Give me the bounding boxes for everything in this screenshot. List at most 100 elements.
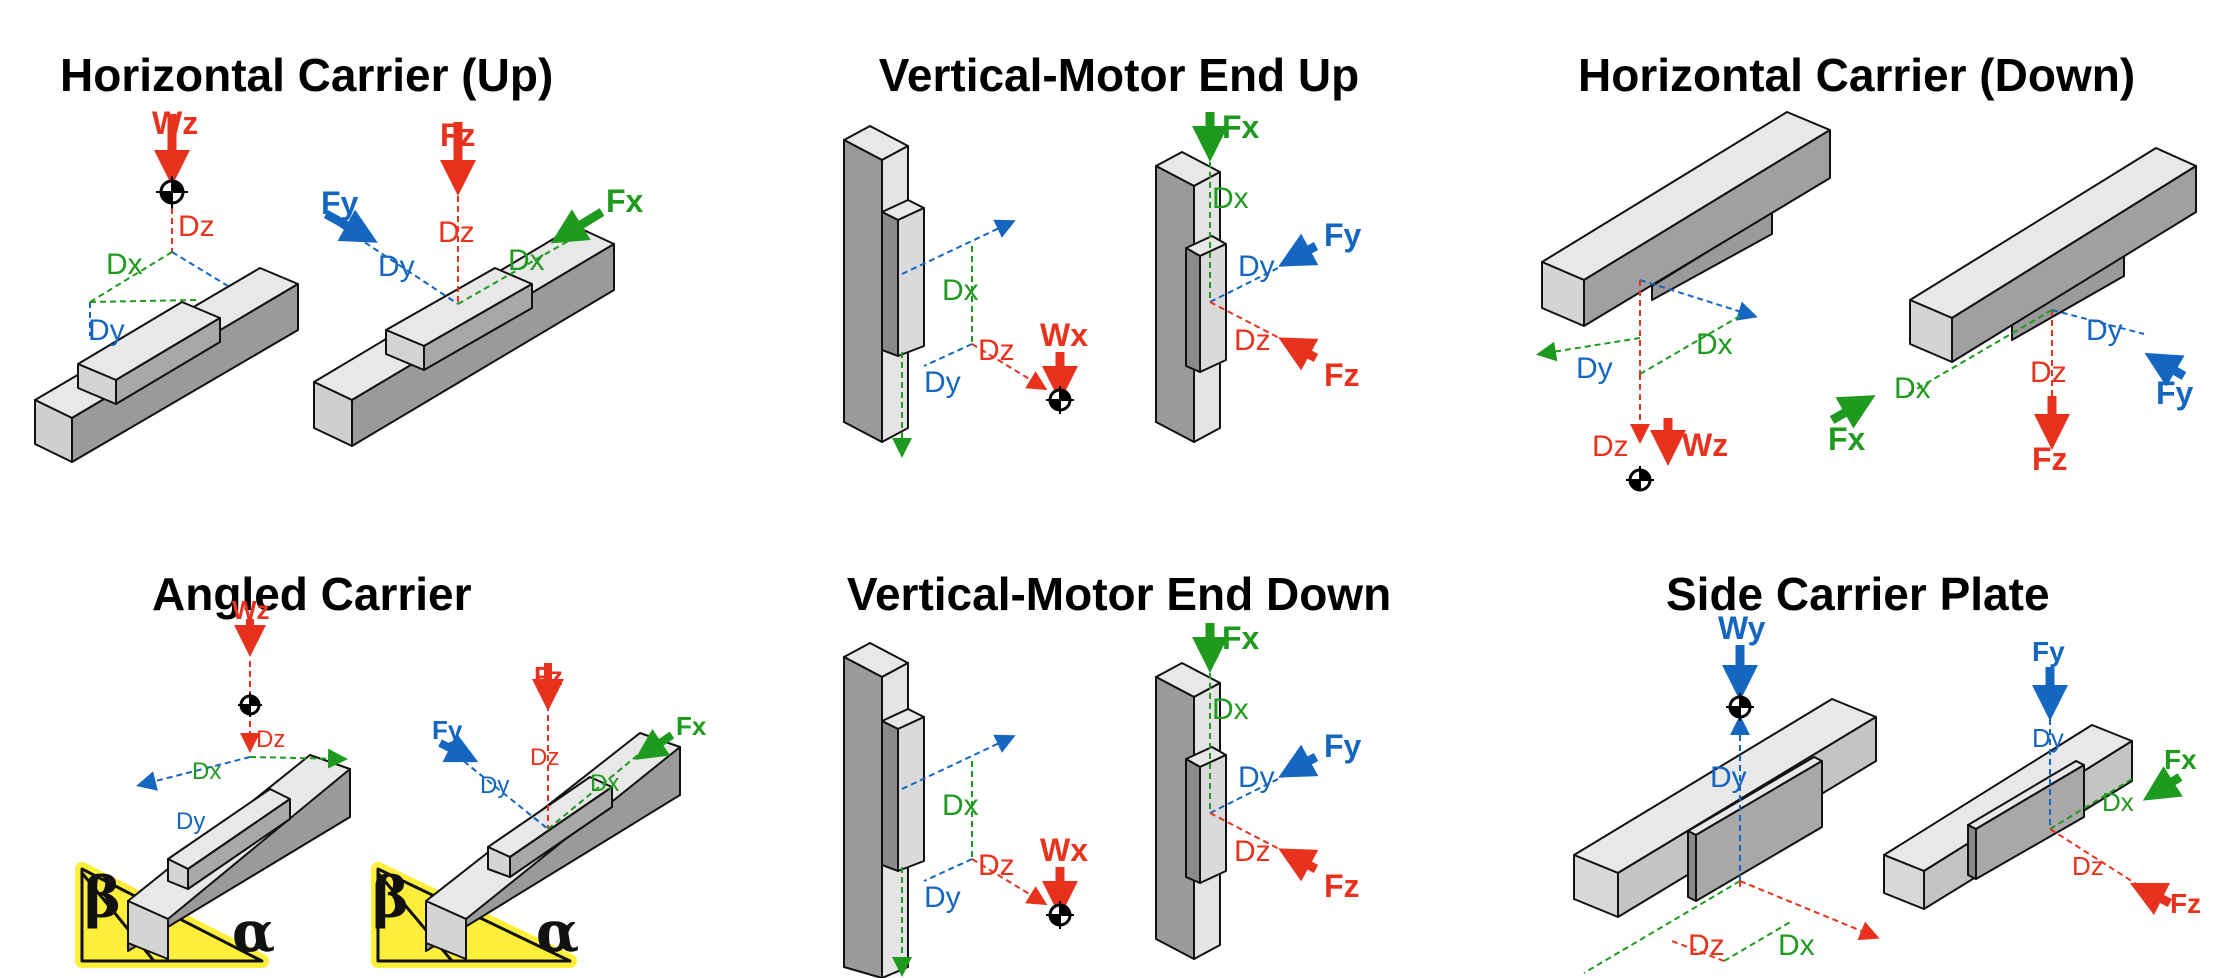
- label-dy: Dy: [88, 314, 125, 347]
- label-wz: Wz: [152, 105, 198, 141]
- label-dy: Dy: [2032, 723, 2064, 753]
- diagram-vertical-motor-end-up: Dx Dz Dy Wx Fx Dx Dy Fy Dz Fz: [843, 109, 1362, 458]
- panel-title: Vertical-Motor End Up: [878, 49, 1360, 101]
- label-wy: Wy: [1718, 610, 1766, 646]
- label-dx: Dx: [508, 244, 545, 277]
- label-alpha: α: [232, 899, 275, 965]
- label-dx: Dx: [1696, 328, 1733, 361]
- label-fz: Fz: [2170, 888, 2201, 919]
- label-dz: Dz: [978, 849, 1015, 882]
- label-fx: Fx: [1828, 421, 1866, 457]
- linear-actuator-body: [1541, 111, 1831, 327]
- force-arrow-icon: [1829, 395, 1876, 429]
- label-dy: Dy: [1238, 761, 1275, 794]
- carrier-block: [1185, 746, 1227, 884]
- center-of-mass-icon: [1726, 693, 1754, 721]
- label-fy: Fy: [432, 715, 463, 745]
- carrier-block: [881, 708, 925, 872]
- label-dx: Dx: [1212, 182, 1249, 215]
- label-fz: Fz: [2032, 441, 2068, 477]
- carrier-block: [881, 199, 925, 357]
- force-arrow-icon: [323, 209, 378, 243]
- panel-title: Vertical-Motor End Down: [846, 568, 1392, 620]
- label-fy: Fy: [2156, 375, 2194, 411]
- center-of-mass-icon: [1046, 901, 1074, 929]
- label-fx: Fx: [676, 711, 707, 741]
- panel-vertical-motor-end-down: Vertical-Motor End Down Dx Dz Dy Wx: [746, 489, 1492, 978]
- panel-vertical-motor-end-up: Vertical-Motor End Up Dx Dz Dy Wx: [746, 0, 1492, 489]
- label-beta: β: [372, 865, 409, 931]
- label-dx: Dx: [942, 789, 979, 822]
- label-dy: Dy: [2086, 314, 2123, 347]
- carrier-block: [1185, 235, 1227, 373]
- label-dz: Dz: [530, 744, 559, 771]
- label-fy: Fy: [1324, 728, 1362, 764]
- label-wz: Wz: [1682, 427, 1728, 463]
- label-dz: Dz: [178, 210, 215, 243]
- label-dx: Dx: [1894, 372, 1931, 405]
- label-fy: Fy: [321, 185, 359, 221]
- label-dy: Dy: [176, 808, 205, 835]
- label-dy: Dy: [378, 250, 415, 283]
- label-dz: Dz: [1688, 929, 1725, 962]
- label-fz: Fz: [534, 661, 563, 691]
- carrier-block: [77, 301, 221, 405]
- label-fx: Fx: [2164, 744, 2197, 775]
- label-dx: Dx: [1212, 693, 1249, 726]
- label-fz: Fz: [440, 117, 476, 153]
- force-arrow-icon: [550, 208, 605, 244]
- label-fy: Fy: [2032, 636, 2065, 667]
- force-arrow-icon: [1278, 337, 1319, 371]
- force-arrow-icon: [1278, 233, 1319, 267]
- label-fz: Fz: [1324, 357, 1360, 393]
- force-arrow-icon: [1278, 744, 1319, 778]
- panel-title: Side Carrier Plate: [1666, 568, 2050, 620]
- panel-title: Horizontal Carrier (Up): [60, 49, 554, 101]
- center-of-mass-icon: [1626, 466, 1654, 492]
- label-fz: Fz: [1324, 868, 1360, 904]
- panel-title: Angled Carrier: [152, 568, 472, 620]
- label-dx: Dx: [2102, 787, 2134, 817]
- label-dx: Dx: [192, 758, 221, 785]
- carrier-block: [167, 788, 291, 890]
- label-dz: Dz: [1234, 324, 1271, 357]
- label-dz: Dz: [1234, 835, 1271, 868]
- carrier-plate: [1687, 756, 1823, 902]
- label-dy: Dy: [924, 881, 961, 914]
- label-wx: Wx: [1040, 832, 1088, 868]
- linear-actuator-body: [1909, 147, 2197, 363]
- carrier-block: [487, 776, 613, 878]
- panel-side-carrier-plate: Side Carrier Plate Wy Dy Dz Dx: [1492, 489, 2238, 978]
- label-wx: Wx: [1040, 317, 1088, 353]
- center-of-mass-icon: [238, 693, 262, 717]
- label-dy: Dy: [1576, 352, 1613, 385]
- force-arrow-icon: [634, 728, 675, 760]
- carrier-plate: [1967, 760, 2085, 880]
- panel-horizontal-carrier-down: Horizontal Carrier (Down) Dy Dx Dz Wz: [1492, 0, 2238, 492]
- label-dx: Dx: [942, 274, 979, 307]
- force-arrow-icon: [2142, 766, 2183, 801]
- label-dy: Dy: [1710, 761, 1747, 794]
- label-fx: Fx: [606, 183, 644, 219]
- label-dx: Dx: [590, 770, 619, 797]
- force-arrow-icon: [1278, 848, 1319, 882]
- center-of-mass-icon: [156, 176, 188, 208]
- diagram-horizontal-carrier-down: Dy Dx Dz Wz Dy Dx Dz Fx Fz Fy: [1536, 111, 2197, 492]
- label-dx: Dx: [106, 248, 143, 281]
- label-dz: Dz: [978, 334, 1015, 367]
- panel-angled-carrier: Angled Carrier Wz D: [0, 489, 746, 978]
- diagram-angled-carrier: Wz Dz Dx Dy β α Fy Dy Fz Dz Dx: [75, 595, 707, 968]
- label-fx: Fx: [1222, 620, 1260, 656]
- force-arrow-icon: [438, 733, 479, 763]
- label-dz: Dz: [2030, 356, 2067, 389]
- diagram-side-carrier-plate: Wy Dy Dz Dx Fy Dy Fx Dx Dz Fz: [1573, 610, 2201, 974]
- diagram-horizontal-carrier-up: Wz Dz Dx Dy Fy Dy Fz Dz Dx Fx: [34, 105, 644, 463]
- center-of-mass-icon: [1046, 386, 1074, 414]
- label-dy: Dy: [480, 772, 509, 799]
- label-fx: Fx: [1222, 109, 1260, 145]
- label-dz: Dz: [438, 216, 475, 249]
- label-dy: Dy: [1238, 250, 1275, 283]
- label-dz: Dz: [1592, 430, 1629, 463]
- label-wz: Wz: [232, 595, 270, 625]
- diagram-vertical-motor-end-down: Dx Dz Dy Wx Fx Dx Dy Fy Dz Fz: [843, 620, 1362, 978]
